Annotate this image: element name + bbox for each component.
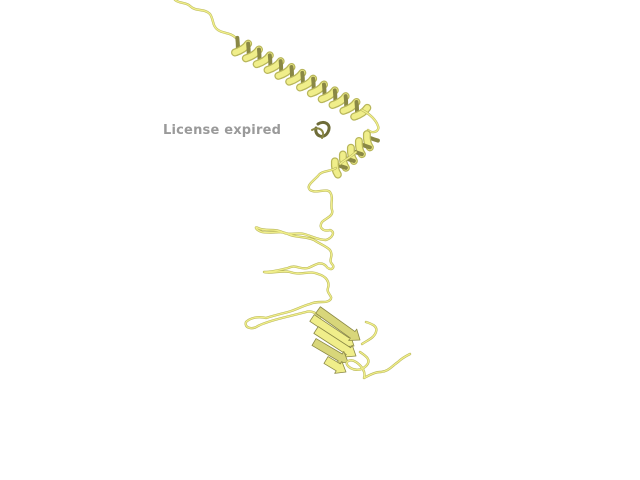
helix-long-coil-front: [351, 105, 371, 120]
beta-strand: [323, 356, 347, 374]
beta-strand: [313, 326, 357, 358]
alpha-helix-long: [231, 35, 372, 121]
beta-strand: [315, 306, 361, 341]
beta-strand: [311, 338, 349, 364]
beta-sheet: [309, 306, 361, 374]
n-terminal-loop: [173, 0, 244, 50]
license-expired-watermark: License expired: [163, 123, 282, 138]
alpha-helix-short: [330, 130, 380, 179]
helix-turn-loop: [311, 108, 380, 139]
c-terminal-loop: [345, 320, 412, 380]
disordered-loop-region: [244, 150, 358, 330]
